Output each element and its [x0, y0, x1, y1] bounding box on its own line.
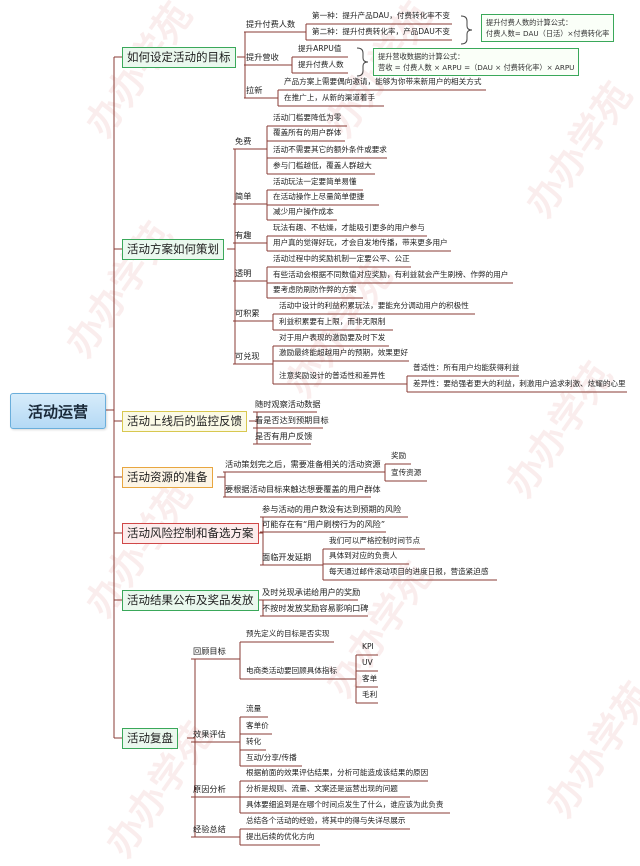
leaf-0-2-1[interactable]: 在推广上，从新的渠道着手: [284, 93, 376, 102]
branch-0-child-2[interactable]: 拉新: [246, 85, 263, 95]
leaf-6-1-3[interactable]: 互动/分享/传播: [246, 753, 297, 762]
leaf-6-1-0[interactable]: 流量: [246, 704, 262, 713]
formula-note-0: 提升付费人数的计算公式：付费人数= DAU（日活）×付费转化率: [481, 14, 615, 42]
leaf-6-1-1[interactable]: 客单价: [246, 721, 269, 730]
leaf-1-3-2[interactable]: 要考虑防刷防作弊的方案: [273, 285, 357, 294]
leaf5-6-0-1-0[interactable]: KPI: [362, 642, 374, 651]
branch-2-child-2[interactable]: 是否有用户反馈: [255, 431, 313, 441]
branch-5-child-1[interactable]: 不按时发放奖励容易影响口碑: [262, 603, 369, 613]
branch-4-node[interactable]: 活动风险控制和备选方案: [122, 523, 259, 544]
leaf5-6-0-1-1[interactable]: UV: [362, 658, 373, 667]
leaf-4-2-2[interactable]: 每天通过邮件滚动项目的进度日报，营造紧迫感: [329, 567, 489, 576]
leaf5-6-0-1-3[interactable]: 毛利: [362, 690, 378, 699]
branch-0-node[interactable]: 如何设定活动的目标: [122, 47, 236, 68]
branch-1-child-2[interactable]: 有趣: [235, 230, 252, 240]
branch-0-child-0[interactable]: 提升付费人数: [246, 19, 296, 29]
leaf5-1-5-2-1[interactable]: 差异性：要给强者更大的利益，刺激用户追求刺激、炫耀的心里: [413, 379, 626, 388]
branch-2-node[interactable]: 活动上线后的监控反馈: [122, 411, 247, 432]
leaf-1-5-0[interactable]: 对于用户表现的激励要及时下发: [279, 333, 386, 342]
brace-1: [356, 47, 369, 77]
leaf-1-0-0[interactable]: 活动门槛要降低为零: [273, 113, 342, 122]
leaf-6-3-0[interactable]: 总结各个活动的经验，将其中的得与失详尽展示: [246, 816, 406, 825]
branch-1-child-5[interactable]: 可兑现: [235, 351, 260, 361]
leaf-3-0-1[interactable]: 宣传资源: [391, 468, 422, 477]
leaf-6-0-0[interactable]: 预先定义的目标是否实现: [246, 629, 330, 638]
branch-3-child-0[interactable]: 活动策划完之后，需要准备相关的活动资源: [225, 459, 381, 469]
branch-6-child-3[interactable]: 经验总结: [193, 824, 226, 834]
branch-4-child-2[interactable]: 面临开发延期: [262, 552, 312, 562]
branch-1-child-1[interactable]: 简单: [235, 191, 252, 201]
branch-1-child-4[interactable]: 可积累: [235, 308, 260, 318]
leaf-6-2-0[interactable]: 根据前面的效果评估结果，分析可能造成该结果的原因: [246, 768, 429, 777]
leaf-1-5-1[interactable]: 激励最终能超越用户的预期，效果更好: [279, 348, 409, 357]
branch-6-child-1[interactable]: 效果评估: [193, 729, 226, 739]
leaf-1-5-2[interactable]: 注意奖励设计的普适性和差异性: [279, 371, 386, 380]
branch-2-child-0[interactable]: 随时观察活动数据: [255, 399, 321, 409]
branch-6-child-2[interactable]: 原因分析: [193, 784, 226, 794]
branch-1-node[interactable]: 活动方案如何策划: [122, 239, 224, 260]
leaf-0-0-0[interactable]: 第一种：提升产品DAU，付费转化率不变: [312, 11, 450, 20]
root-node[interactable]: 活动运营: [10, 393, 106, 429]
leaf-1-2-0[interactable]: 玩法有趣、不枯燥，才能吸引更多的用户参与: [273, 223, 425, 232]
leaf-0-0-1[interactable]: 第二种：提升付费转化率，产品DAU不变: [312, 27, 450, 36]
leaf-1-1-1[interactable]: 在活动操作上尽量简单便捷: [273, 192, 365, 201]
leaf5-1-5-2-0[interactable]: 普适性：所有用户均能获得利益: [413, 363, 520, 372]
branch-3-node[interactable]: 活动资源的准备: [122, 467, 213, 488]
leaf-1-2-1[interactable]: 用户真的觉得好玩，才会自发地传播，带来更多用户: [273, 238, 448, 247]
branch-5-child-0[interactable]: 及时兑现承诺给用户的奖励: [262, 587, 361, 597]
leaf-6-0-1[interactable]: 电商类活动要回顾具体指标: [246, 666, 338, 675]
branch-6-node[interactable]: 活动复盘: [122, 728, 178, 749]
branch-6-child-0[interactable]: 回顾目标: [193, 646, 226, 656]
leaf-1-4-0[interactable]: 活动中设计的利益积累玩法，要能充分调动用户的积极性: [279, 301, 469, 310]
leaf-1-0-3[interactable]: 参与门槛越低，覆盖人群越大: [273, 161, 372, 170]
branch-5-node[interactable]: 活动结果公布及奖品发放: [122, 590, 259, 611]
leaf-0-1-0[interactable]: 提升ARPU值: [298, 44, 342, 53]
leaf-1-3-0[interactable]: 活动过程中的奖励机制一定要公平、公正: [273, 254, 410, 263]
leaf-0-2-0[interactable]: 产品方案上需要偶向邀请，能够为你带来新用户的相关方式: [284, 77, 482, 86]
branch-4-child-0[interactable]: 参与活动的用户数没有达到预期的风险: [262, 504, 402, 514]
brace-0: [460, 15, 473, 45]
leaf-4-2-1[interactable]: 具体到对应的负责人: [329, 551, 398, 560]
leaf-1-1-2[interactable]: 减少用户操作成本: [273, 207, 334, 216]
branch-0-child-1[interactable]: 提升营收: [246, 52, 279, 62]
branch-1-child-0[interactable]: 免费: [235, 136, 252, 146]
branch-2-child-1[interactable]: 看是否达到预期目标: [255, 415, 329, 425]
formula-note-1: 提升营收数据的计算公式：营收 = 付费人数 × ARPU =（DAU × 付费转…: [373, 48, 580, 76]
leaf-6-2-2[interactable]: 具体要细追到是在哪个时间点发生了什么，谁应该为此负责: [246, 800, 444, 809]
leaf-6-3-1[interactable]: 提出后续的优化方向: [246, 832, 315, 841]
leaf-6-1-2[interactable]: 转化: [246, 737, 262, 746]
leaf-1-0-2[interactable]: 活动不需要其它的额外条件或要求: [273, 145, 387, 154]
leaf-4-2-0[interactable]: 我们可以严格控制时间节点: [329, 536, 421, 545]
branch-3-child-1[interactable]: 要根据活动目标来触达想要覆盖的用户群体: [225, 484, 381, 494]
leaf-6-2-1[interactable]: 分析是规则、流量、文案还是运营出现的问题: [246, 784, 398, 793]
leaf-1-3-1[interactable]: 有些活动会根据不同数值对应奖励，有利益就会产生刷榜、作弊的用户: [273, 270, 509, 279]
branch-4-child-1[interactable]: 可能存在有“用户刷榜行为的风险”: [262, 519, 386, 529]
leaf5-6-0-1-2[interactable]: 客单: [362, 674, 378, 683]
leaf-0-1-1[interactable]: 提升付费人数: [298, 60, 344, 69]
leaf-1-0-1[interactable]: 覆盖所有的用户群体: [273, 128, 342, 137]
leaf-1-1-0[interactable]: 活动玩法一定要简单易懂: [273, 177, 357, 186]
leaf-3-0-0[interactable]: 奖励: [391, 451, 407, 460]
branch-1-child-3[interactable]: 透明: [235, 268, 252, 278]
leaf-1-4-1[interactable]: 利益积累要有上限，而非无限制: [279, 317, 386, 326]
